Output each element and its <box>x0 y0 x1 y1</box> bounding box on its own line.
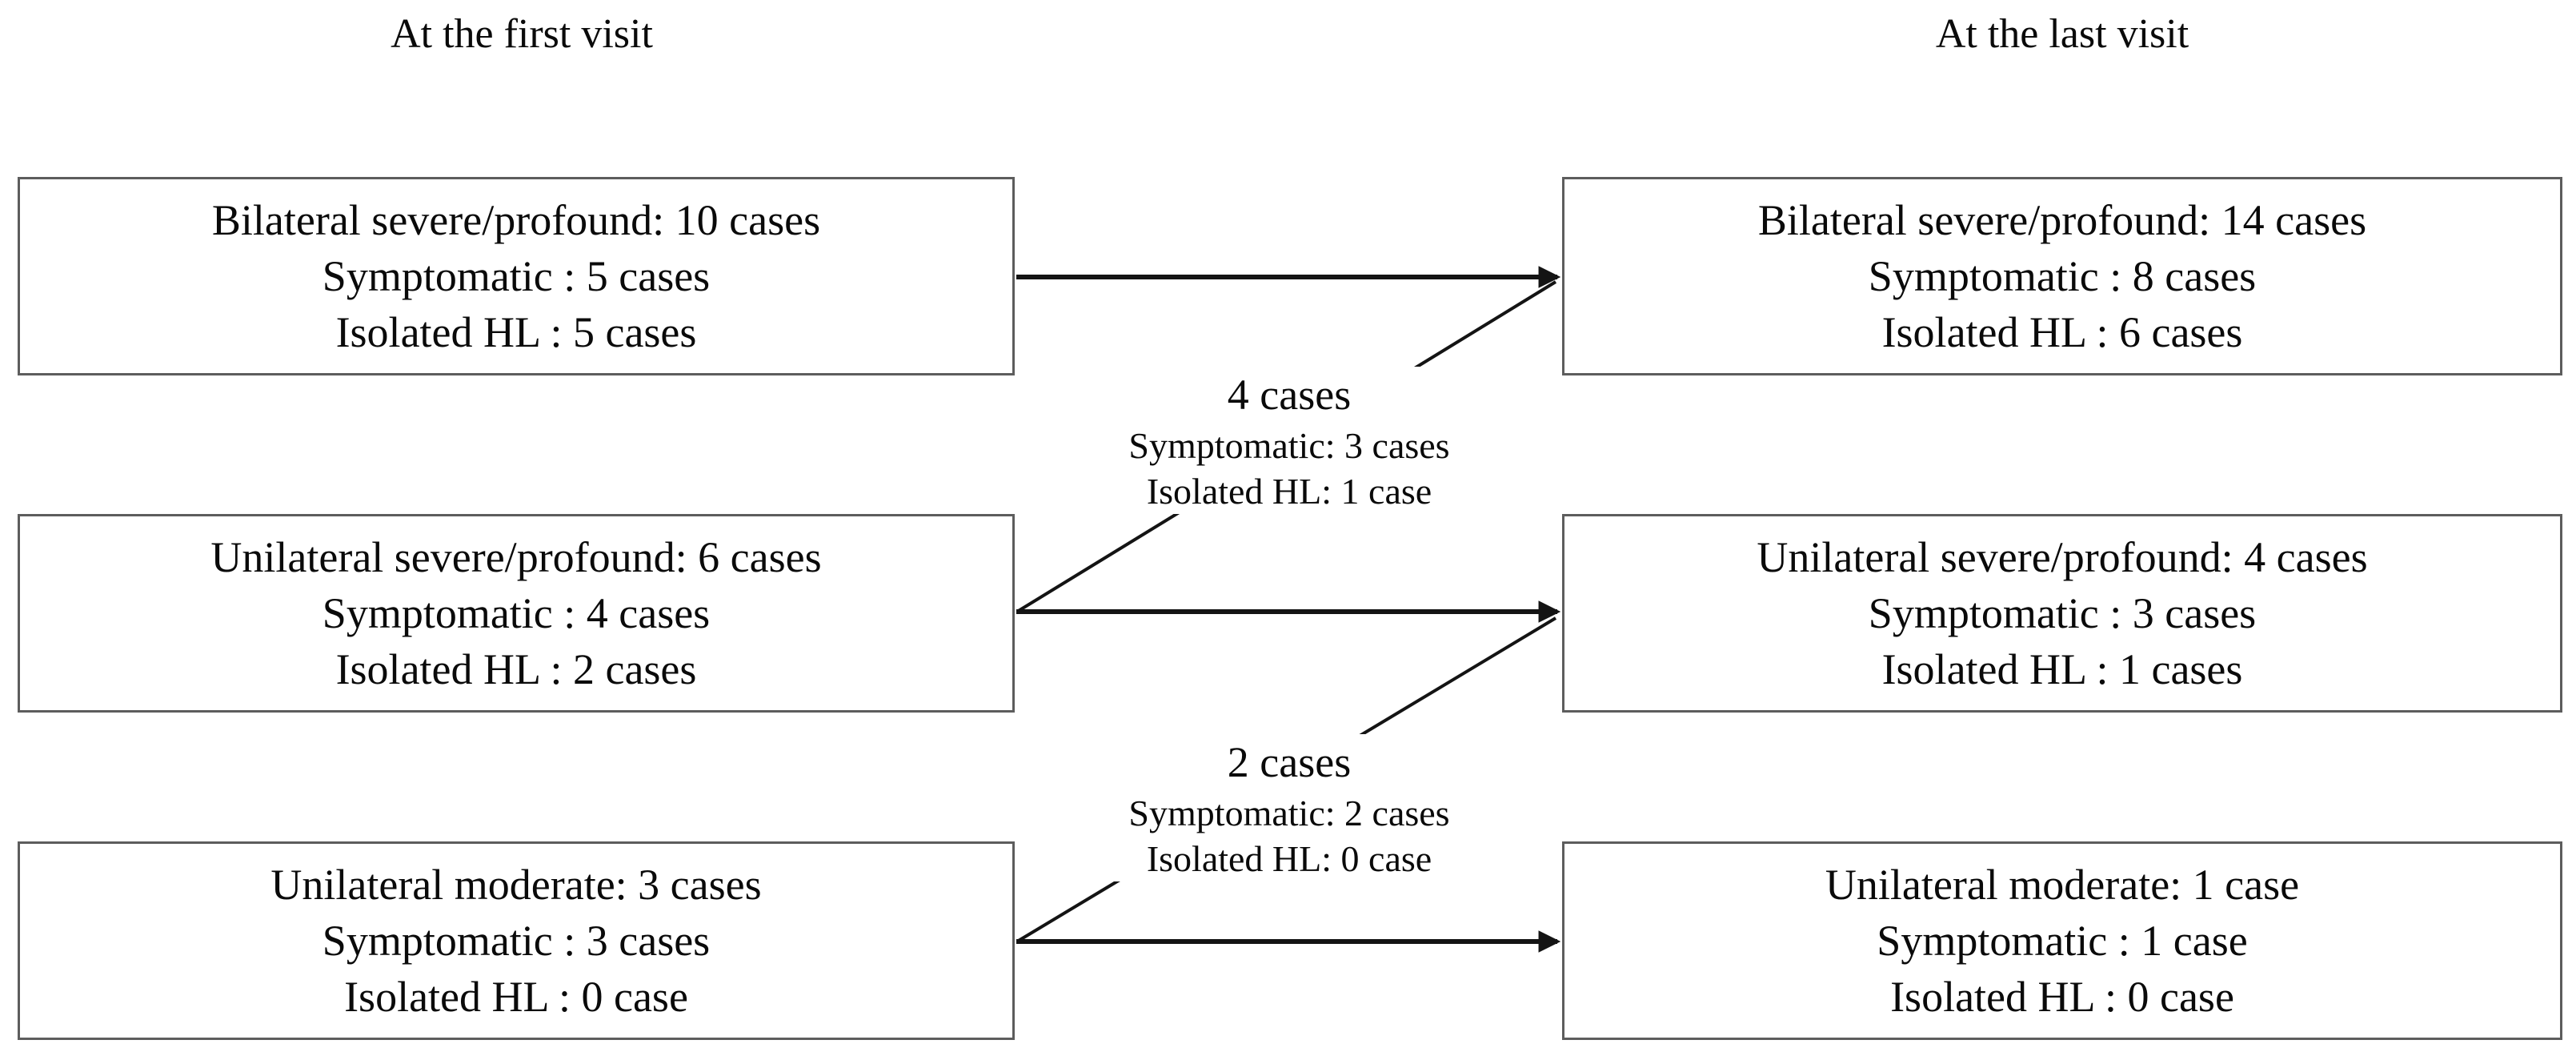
box-title: Unilateral severe/profound: 4 cases <box>1757 533 2368 581</box>
box-title: Unilateral severe/profound: 6 cases <box>210 533 822 581</box>
box-first-visit-unilateral-severe-profound: Unilateral severe/profound: 6 cases Symp… <box>18 514 1015 713</box>
box-symptomatic-line: Symptomatic : 5 cases <box>322 252 711 300</box>
box-last-visit-unilateral-severe-profound: Unilateral severe/profound: 4 cases Symp… <box>1562 514 2562 713</box>
transition-isolated-line: Isolated HL: 1 case <box>1146 471 1432 512</box>
box-first-visit-bilateral-severe-profound: Bilateral severe/profound: 10 cases Symp… <box>18 177 1015 375</box>
box-title: Unilateral moderate: 3 cases <box>270 861 762 909</box>
box-isolated-line: Isolated HL : 5 cases <box>335 308 697 356</box>
box-isolated-line: Isolated HL : 0 case <box>344 973 688 1021</box>
box-symptomatic-line: Symptomatic : 1 case <box>1877 917 2248 965</box>
box-first-visit-unilateral-moderate: Unilateral moderate: 3 cases Symptomatic… <box>18 841 1015 1040</box>
box-symptomatic-line: Symptomatic : 3 cases <box>322 917 711 965</box>
box-symptomatic-line: Symptomatic : 8 cases <box>1868 252 2257 300</box>
box-symptomatic-line: Symptomatic : 3 cases <box>1868 589 2257 637</box>
transition-label-2-cases: 2 cases Symptomatic: 2 cases Isolated HL… <box>1097 734 1481 881</box>
box-last-visit-bilateral-severe-profound: Bilateral severe/profound: 14 cases Symp… <box>1562 177 2562 375</box>
column-header-last-visit: At the last visit <box>1935 11 2189 57</box>
transition-label-4-cases: 4 cases Symptomatic: 3 cases Isolated HL… <box>1097 367 1481 514</box>
transition-count: 2 cases <box>1227 738 1352 786</box>
transition-symptomatic-line: Symptomatic: 2 cases <box>1128 793 1450 833</box>
box-isolated-line: Isolated HL : 2 cases <box>335 645 697 693</box>
box-last-visit-unilateral-moderate: Unilateral moderate: 1 case Symptomatic … <box>1562 841 2562 1040</box>
box-title: Bilateral severe/profound: 14 cases <box>1757 196 2367 244</box>
box-isolated-line: Isolated HL : 0 case <box>1890 973 2234 1021</box>
transition-isolated-line: Isolated HL: 0 case <box>1146 838 1432 879</box>
column-header-first-visit: At the first visit <box>391 11 653 57</box>
box-title: Unilateral moderate: 1 case <box>1825 861 2300 909</box>
transition-count: 4 cases <box>1227 371 1352 419</box>
box-symptomatic-line: Symptomatic : 4 cases <box>322 589 711 637</box>
box-isolated-line: Isolated HL : 6 cases <box>1881 308 2243 356</box>
box-title: Bilateral severe/profound: 10 cases <box>211 196 821 244</box>
transition-symptomatic-line: Symptomatic: 3 cases <box>1128 425 1450 466</box>
box-isolated-line: Isolated HL : 1 cases <box>1881 645 2243 693</box>
